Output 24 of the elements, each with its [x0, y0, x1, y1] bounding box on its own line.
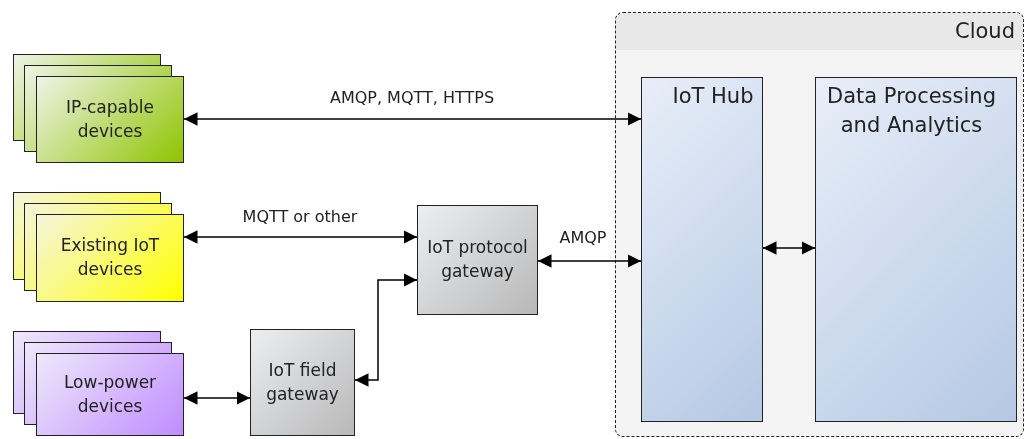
node-label: IP-capable devices: [65, 95, 155, 143]
arrow: [762, 241, 816, 255]
arrow: [183, 230, 418, 244]
device-box: [36, 353, 184, 436]
device-box: [36, 76, 184, 163]
node-label: IoT field gateway: [265, 358, 340, 406]
process-box: [250, 329, 355, 436]
edge-label: AMQP: [557, 228, 609, 248]
process-box: [814, 76, 1017, 422]
node-label: Data Processing and Analytics: [826, 82, 997, 139]
arrow: [183, 391, 251, 405]
process-box: [417, 205, 538, 315]
node-label: IoT Hub: [672, 82, 754, 110]
node-label: Low-power devices: [62, 370, 158, 418]
device-box: [36, 214, 184, 302]
arrow: [537, 254, 642, 268]
arrow: [183, 112, 642, 126]
arrow: [354, 273, 418, 387]
node-label: Existing IoT devices: [59, 234, 161, 281]
node-label: IoT protocol gateway: [426, 236, 529, 283]
region-title: Cloud: [955, 18, 1015, 45]
process-box: [640, 76, 763, 422]
edge-label: AMQP, MQTT, HTTPS: [327, 88, 497, 108]
cloud-region: [615, 12, 1024, 437]
